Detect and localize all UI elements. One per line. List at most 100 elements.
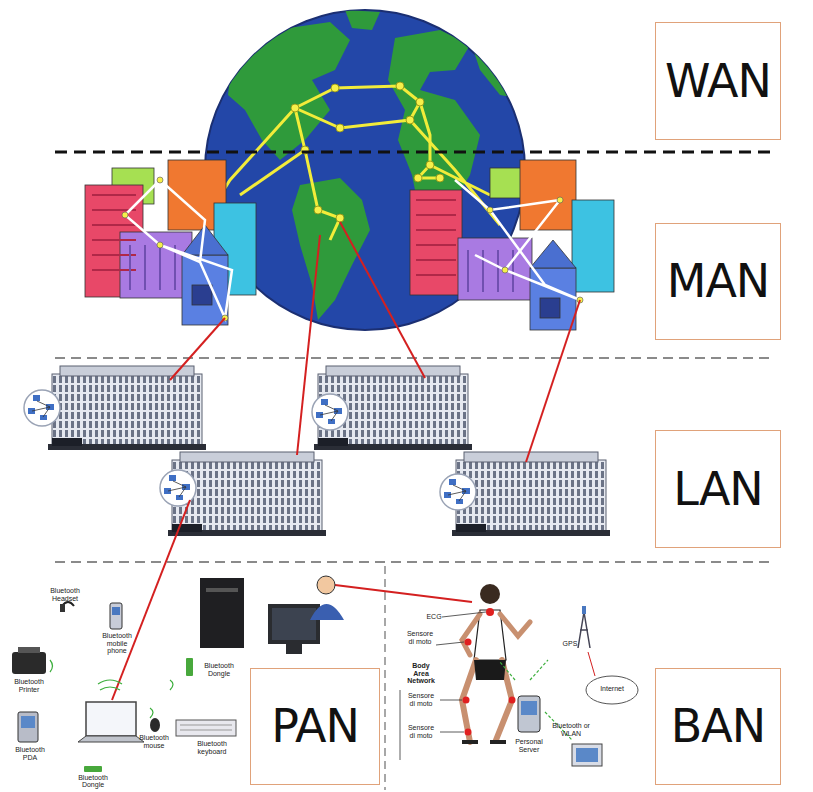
backbone-nodes	[331, 84, 339, 92]
globe	[292, 178, 370, 320]
backbone-nodes	[396, 82, 404, 90]
city-dots	[157, 242, 163, 248]
ban-leaders	[440, 700, 462, 701]
city-links	[455, 180, 580, 300]
city-left	[130, 245, 175, 290]
ban-devices	[582, 606, 586, 614]
ban-runner	[480, 584, 500, 604]
red-links	[112, 500, 190, 700]
city-right	[416, 200, 456, 275]
network-type-label: PAN	[271, 701, 359, 752]
pan-devices	[84, 766, 102, 772]
backbone-nodes	[414, 174, 422, 182]
city-right	[458, 238, 532, 300]
device-label: Sensore di moto	[404, 630, 436, 645]
device-label: Bluetooth mouse	[136, 734, 172, 749]
city-right	[530, 268, 576, 330]
ban-devices	[518, 696, 540, 732]
device-label: Bluetooth Printer	[4, 678, 54, 693]
pan-devices	[86, 702, 136, 736]
ban-runner	[465, 639, 472, 646]
device-label: Sensore di moto	[405, 692, 437, 707]
separator	[384, 566, 386, 790]
pan-devices	[18, 712, 38, 742]
ban-runner	[463, 697, 470, 704]
city-links	[455, 180, 580, 300]
separator	[55, 151, 770, 154]
device-label: Personal Server	[504, 738, 554, 753]
network-type-box: PAN	[250, 668, 380, 785]
city-dots	[122, 212, 128, 218]
city-links	[125, 180, 232, 318]
backbone-links	[295, 86, 420, 240]
city-dots	[502, 267, 508, 273]
ban-devices	[521, 701, 537, 715]
ban-runner	[462, 614, 530, 655]
ban-leaders	[436, 642, 464, 645]
city-right	[530, 240, 576, 268]
device-label: Bluetooth Dongle	[196, 662, 242, 677]
red-links	[112, 222, 580, 700]
pan-devices	[186, 658, 193, 676]
city-right	[540, 298, 560, 318]
backbone-nodes	[436, 174, 444, 182]
ban-devices	[500, 606, 638, 766]
device-label: Bluetooth or WLAN	[548, 722, 594, 737]
network-type-label: WAN	[665, 56, 771, 107]
device-label: Bluetooth Headset	[40, 587, 90, 602]
ban-devices	[578, 612, 590, 648]
ban-devices	[572, 744, 602, 766]
pan-devices	[180, 725, 232, 730]
pan-devices	[286, 644, 302, 654]
network-type-label: LAN	[673, 464, 763, 515]
pan-devices	[60, 604, 65, 612]
ban-runner	[486, 608, 494, 616]
network-type-box: LAN	[655, 430, 781, 548]
device-label: Body Area Network	[404, 662, 438, 685]
red-links	[526, 300, 580, 462]
device-label: ECG	[424, 613, 444, 621]
city-dots	[487, 207, 493, 213]
globe	[470, 40, 530, 100]
device-label: Bluetooth PDA	[8, 746, 52, 761]
red-links	[340, 222, 425, 378]
pan-devices	[110, 603, 122, 629]
city-right	[468, 250, 513, 292]
city-right	[410, 190, 462, 295]
ban-leaders	[440, 732, 464, 733]
city-links	[125, 180, 232, 318]
pan-devices	[12, 652, 46, 674]
pan-devices	[200, 578, 244, 648]
city-dots	[157, 177, 163, 183]
pan-devices	[176, 720, 236, 736]
network-illustration	[440, 474, 476, 510]
ban-leaders	[442, 612, 486, 617]
pan-devices	[272, 608, 316, 640]
network-illustration	[48, 366, 206, 450]
pan-devices	[317, 576, 335, 594]
pan-devices	[206, 588, 238, 592]
network-type-label: BAN	[671, 701, 765, 752]
ban-leaders	[400, 690, 401, 760]
device-label: Sensore di moto	[405, 724, 437, 739]
network-type-box: WAN	[655, 22, 781, 140]
network-illustration	[312, 394, 348, 430]
city-right	[520, 160, 576, 230]
red-links	[170, 318, 225, 380]
separator	[55, 561, 775, 563]
ban-runner	[462, 740, 506, 744]
globe	[345, 10, 380, 30]
city-right	[410, 160, 614, 330]
device-label: Bluetooth keyboard	[184, 740, 240, 755]
pan-devices	[78, 736, 144, 742]
pan-devices	[112, 607, 120, 615]
ban-devices	[588, 652, 595, 676]
device-label: GPS	[560, 640, 580, 648]
ban-leaders	[400, 612, 486, 760]
network-illustration	[24, 390, 60, 426]
network-type-label: MAN	[667, 256, 770, 307]
ban-devices	[576, 748, 598, 762]
pan-devices	[98, 680, 122, 690]
pan-devices	[150, 718, 160, 732]
